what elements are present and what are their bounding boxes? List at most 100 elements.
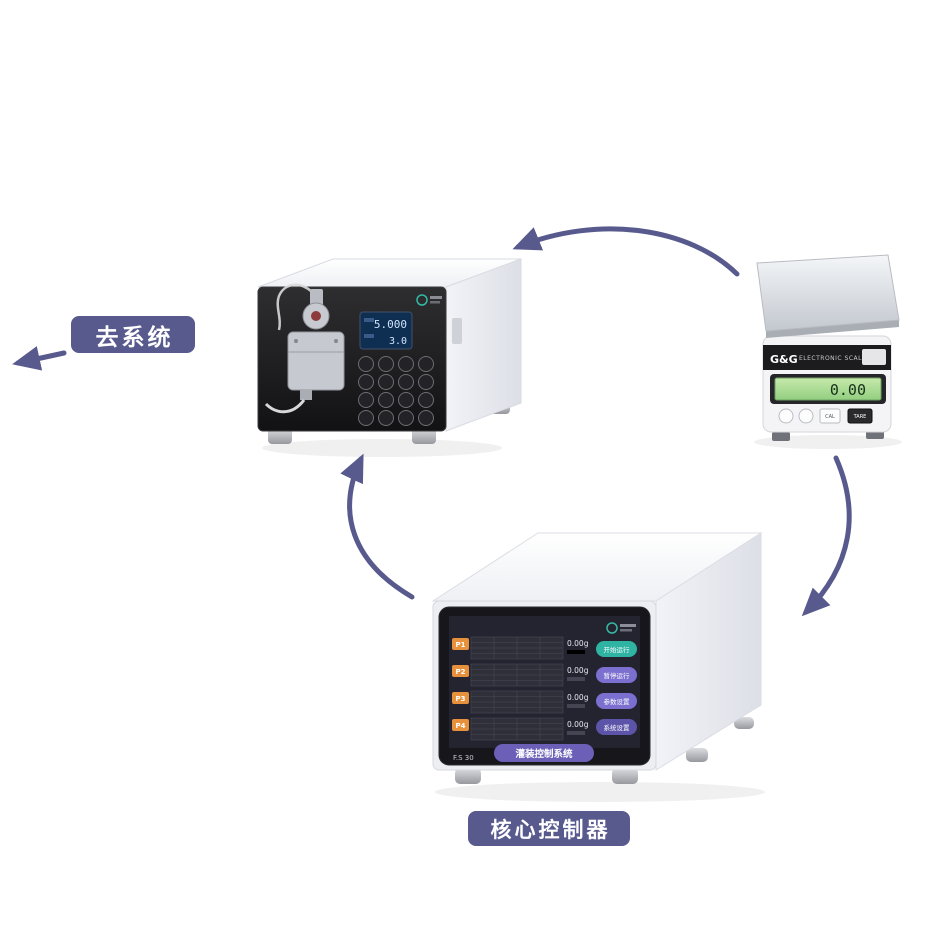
- pump-brand-logo-icon: [416, 294, 442, 306]
- channel-row: P1 0.00g: [452, 636, 589, 660]
- pump-front-panel: [257, 286, 447, 432]
- controller-channels: P1 0.00g P2 0.00g: [452, 636, 589, 741]
- scale-display: 0.00: [770, 374, 886, 404]
- channel-graph-grid: [471, 637, 563, 659]
- controller-device: P1 0.00g P2 0.00g: [431, 532, 765, 802]
- pump-key: [398, 410, 414, 426]
- pump-key: [418, 356, 434, 372]
- channel-tag: [452, 719, 469, 731]
- channel-subtext-bar: [567, 704, 585, 708]
- pump-key: [378, 392, 394, 408]
- channel-value: 0.00g: [567, 666, 589, 675]
- controller-shadow: [435, 782, 765, 802]
- channel-subtext-bar: [567, 677, 585, 681]
- scale-keypad: CAL TARE: [778, 408, 873, 424]
- controller-banner: [494, 744, 594, 762]
- pump-key: [358, 356, 374, 372]
- arrow-to-system: [12, 346, 67, 371]
- pump-screw: [294, 339, 298, 343]
- pump-key: [358, 374, 374, 390]
- logo-swirl-icon: [606, 622, 618, 634]
- controller-foot: [612, 768, 638, 784]
- pump-outlet: [300, 390, 312, 400]
- start-run-button-label: 开始运行: [604, 645, 631, 654]
- scale-display-value: 0.00: [830, 381, 866, 399]
- channel-row: P4 0.00g: [452, 717, 589, 741]
- start-run-button: [596, 641, 637, 657]
- pump-key: [358, 392, 374, 408]
- pump-screw: [334, 339, 338, 343]
- pump-side-face: [445, 258, 522, 432]
- arrow-scale-to-controller: [801, 455, 852, 617]
- flow-arrows: [12, 226, 852, 617]
- pump-key: [378, 374, 394, 390]
- scale-title: ELECTRONIC SCALE: [799, 355, 866, 362]
- pump-foot: [412, 428, 436, 444]
- channel-graph-grid: [471, 664, 563, 686]
- channel-subtext-bar: [567, 650, 585, 654]
- pump-shadow: [262, 439, 502, 457]
- controller-banner-label: 灌装控制系统: [515, 748, 573, 760]
- pump-knob-center: [311, 311, 321, 321]
- channel-row: P3 0.00g: [452, 690, 589, 714]
- pump-key: [378, 356, 394, 372]
- pump-key: [398, 374, 414, 390]
- pump-key: [378, 410, 394, 426]
- pump-key: [418, 410, 434, 426]
- scale-tare-key: [847, 408, 873, 424]
- scale-model-sticker: [862, 349, 886, 365]
- system-settings-button-label: 系统设置: [604, 723, 631, 732]
- pump-key: [398, 356, 414, 372]
- pump-head-block: [287, 331, 345, 391]
- core-controller-label: 核心控制器: [468, 811, 630, 846]
- logo-text-bar: [620, 629, 632, 632]
- channel-value: 0.00g: [567, 693, 589, 702]
- pump-head: [264, 283, 345, 414]
- channel-tag-label: P2: [455, 668, 465, 676]
- pump-key: [418, 392, 434, 408]
- pump-device: 5.000 3.0: [257, 258, 522, 457]
- controller-screen-buttons: 开始运行 暂停运行 参数设置 系统设置: [596, 641, 637, 735]
- scale-lcd: [774, 377, 882, 401]
- pump-key: [358, 410, 374, 426]
- logo-text-bar: [430, 301, 440, 304]
- controller-brand-logo-icon: [606, 622, 636, 634]
- scale-shadow: [754, 435, 902, 449]
- controller-foot: [734, 717, 754, 729]
- scale-key: [778, 408, 794, 424]
- pump-keypad: [358, 356, 434, 426]
- scale-cal-key-label: CAL: [825, 414, 835, 420]
- channel-subtext-bar: [567, 731, 585, 735]
- channel-tag-label: P4: [455, 722, 465, 730]
- pump-display-line1: 5.000: [374, 318, 407, 331]
- param-settings-button-label: 参数设置: [604, 697, 631, 706]
- pause-run-button: [596, 667, 637, 683]
- pump-lcd-label-bar: [364, 318, 374, 322]
- to-system-label: 去系统: [71, 316, 195, 353]
- scale-brand: G&G: [770, 353, 798, 366]
- pump-key: [418, 374, 434, 390]
- param-settings-button: [596, 693, 637, 709]
- pump-foot: [268, 428, 292, 444]
- channel-value: 0.00g: [567, 720, 589, 729]
- channel-value: 0.00g: [567, 639, 589, 648]
- controller-foot: [455, 768, 481, 784]
- controller-foot: [686, 748, 708, 762]
- controller-model: F.S 30: [453, 754, 474, 762]
- system-settings-button: [596, 719, 637, 735]
- pump-tubing-out: [264, 399, 306, 414]
- pump-key: [398, 392, 414, 408]
- logo-text-bar: [430, 296, 442, 299]
- scale-weighing-plate: [756, 254, 900, 332]
- pump-lcd-label-bar: [364, 334, 374, 338]
- arrow-scale-to-pump: [512, 226, 740, 277]
- channel-graph-grid: [471, 718, 563, 740]
- channel-tag: [452, 665, 469, 677]
- channel-tag-label: P3: [455, 695, 465, 703]
- scale-foot: [772, 432, 790, 441]
- channel-tag: [452, 692, 469, 704]
- scale-tare-key-label: TARE: [853, 414, 867, 420]
- scale-device: G&G ELECTRONIC SCALE 0.00 CAL TARE: [754, 254, 902, 449]
- scale-key: [798, 408, 814, 424]
